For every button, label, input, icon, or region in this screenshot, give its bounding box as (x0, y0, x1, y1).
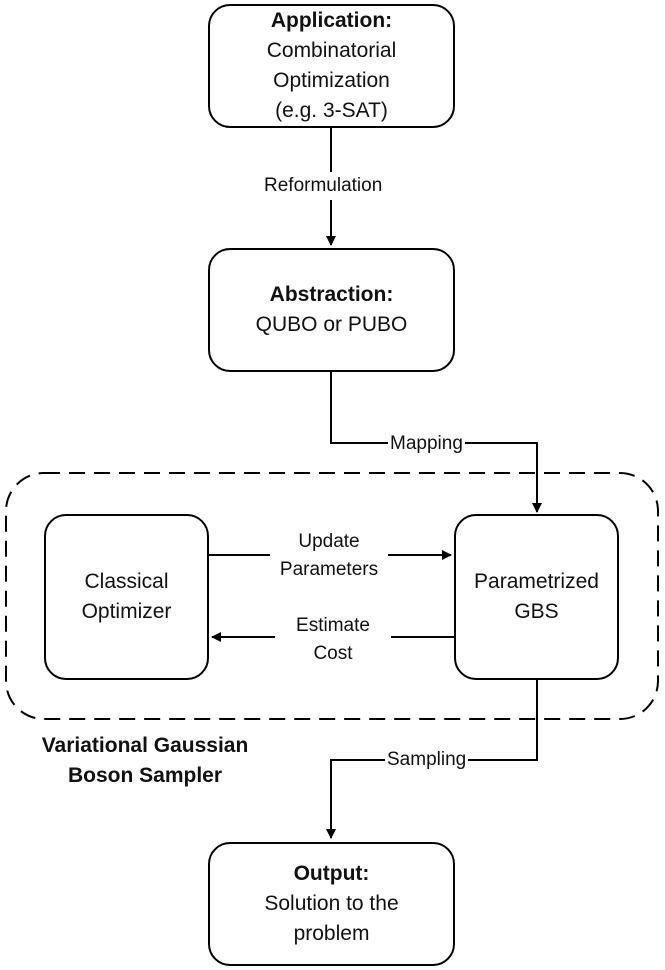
vgbs-group-boundary (5, 472, 659, 720)
update-label-line1: Update (270, 528, 388, 556)
parametrized-gbs-node: Parametrized GBS (454, 514, 619, 680)
application-line2: Optimization (273, 69, 390, 92)
mapping-label: Mapping (388, 430, 465, 458)
vgbs-group-label: Variational Gaussian Boson Sampler (10, 731, 280, 791)
estimate-label-line2: Cost (313, 643, 353, 664)
estimate-label-line1: Estimate (275, 612, 391, 640)
output-title: Output: (293, 862, 370, 885)
estimate-cost-label: Estimate Cost (273, 612, 393, 668)
abstraction-node: Abstraction: QUBO or PUBO (208, 248, 455, 372)
abstraction-title: Abstraction: (269, 283, 394, 306)
update-label-line2: Parameters (270, 556, 388, 584)
sampling-label: Sampling (385, 746, 469, 774)
classical-optimizer-node: Classical Optimizer (44, 514, 209, 680)
optimizer-line1: Classical (84, 570, 169, 593)
application-line3: (e.g. 3-SAT) (275, 99, 388, 122)
update-parameters-label: Update Parameters (268, 528, 390, 584)
optimizer-line2: Optimizer (81, 600, 172, 623)
reformulation-label: Reformulation (262, 172, 385, 200)
group-label-line1: Variational Gaussian (41, 734, 249, 757)
group-label-line2: Boson Sampler (67, 764, 223, 787)
output-node: Output: Solution to the problem (208, 842, 455, 966)
gbs-line1: Parametrized (474, 570, 599, 593)
application-title: Application: (270, 9, 393, 32)
output-line2: problem (293, 922, 370, 945)
application-line1: Combinatorial (266, 39, 397, 62)
application-node: Application: Combinatorial Optimization … (208, 4, 455, 128)
abstraction-line1: QUBO or PUBO (255, 313, 408, 336)
output-line1: Solution to the (264, 892, 399, 915)
gbs-line2: GBS (514, 600, 559, 623)
